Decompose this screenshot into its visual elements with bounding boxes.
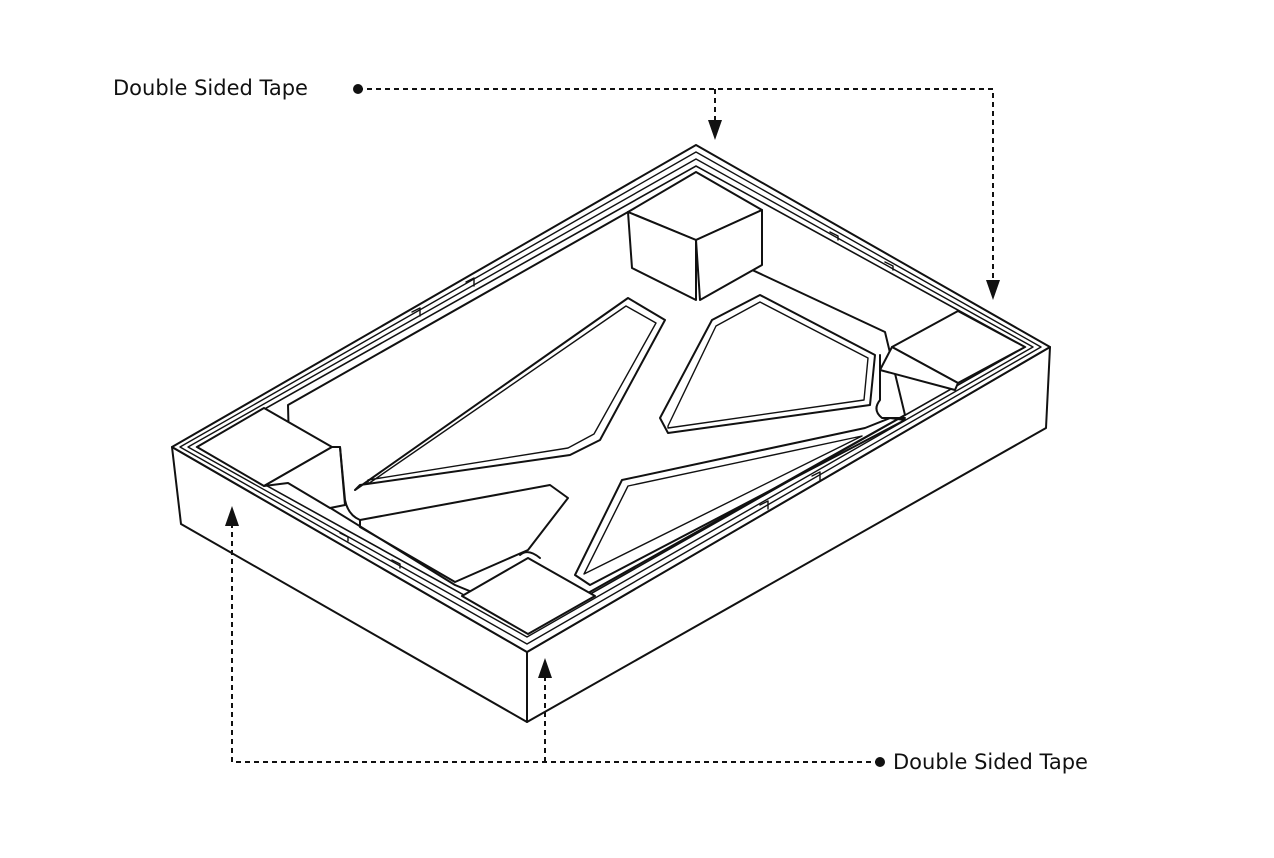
wall-notch — [339, 532, 349, 542]
callout-top-label: Double Sided Tape — [113, 76, 308, 100]
tray-rim-edge-2 — [187, 158, 1034, 638]
corner-pad-right — [875, 310, 1026, 419]
wall-notch — [759, 500, 769, 510]
wall-notch — [391, 559, 401, 569]
corner-pad-left — [196, 407, 361, 521]
corner-pad-back — [627, 171, 763, 301]
arrow-down-icon — [708, 120, 722, 140]
wall-notch — [465, 277, 475, 287]
corner-pad-front — [461, 551, 596, 635]
callout-bottom-label: Double Sided Tape — [893, 750, 1088, 774]
wall-notch — [411, 307, 421, 317]
tray-rim-edge-1 — [179, 151, 1042, 645]
callout-top-leader — [358, 88, 994, 282]
pocket-top-right — [659, 294, 876, 434]
pocket-bottom-left — [359, 484, 569, 583]
arrow-down-icon — [986, 280, 1000, 300]
wall-notch — [829, 231, 839, 241]
arrow-up-icon — [538, 658, 552, 678]
callout-top: Double Sided Tape — [113, 76, 1000, 300]
tray-body — [171, 144, 1051, 723]
wall-notch — [884, 261, 894, 271]
callout-bottom-leader — [231, 524, 880, 763]
wall-notch — [811, 471, 821, 481]
callout-bottom: Double Sided Tape — [225, 506, 1088, 774]
pocket-top-left — [354, 297, 666, 491]
arrow-up-icon — [225, 506, 239, 526]
